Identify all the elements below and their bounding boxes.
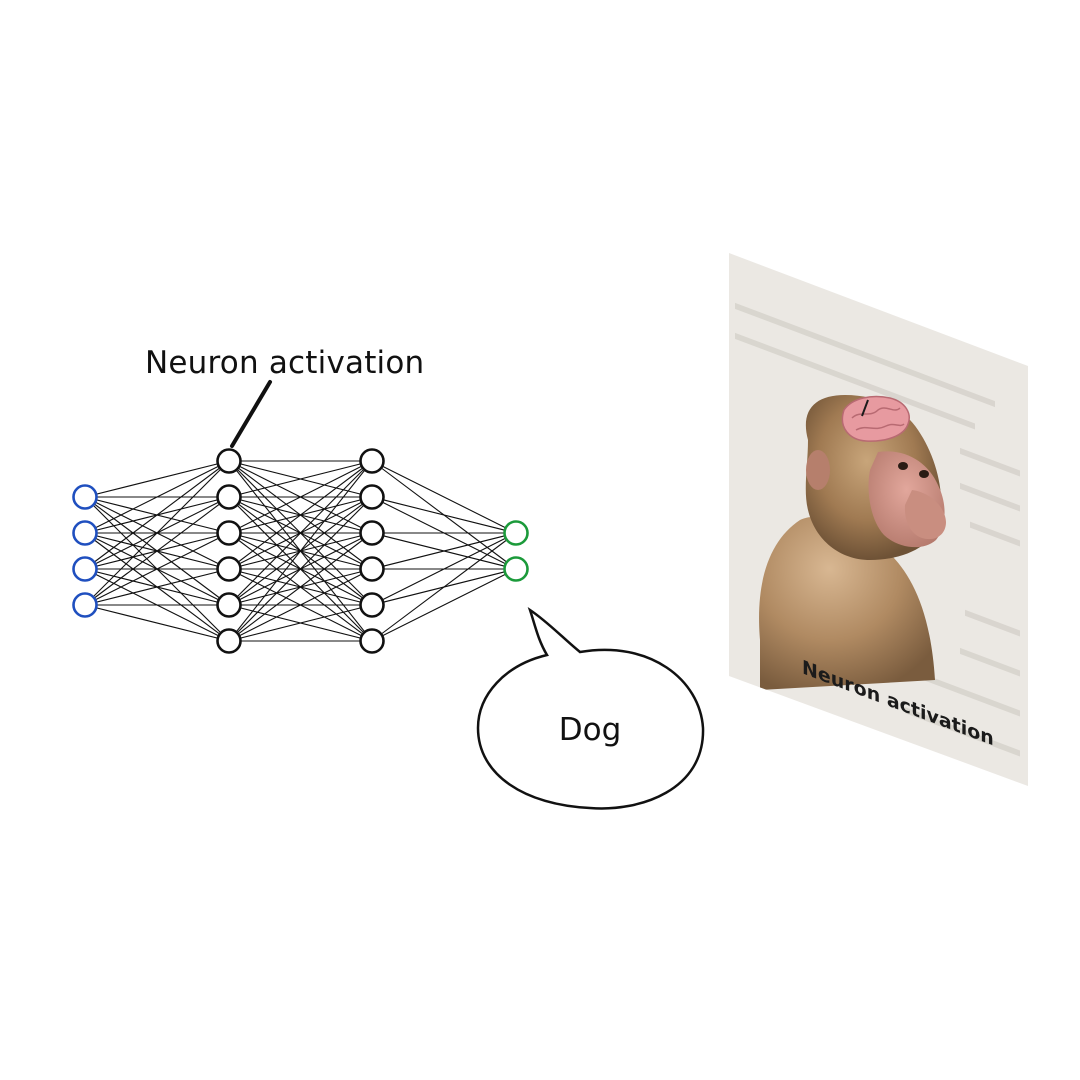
hidden-neuron — [216, 628, 242, 654]
connection-line — [228, 460, 373, 498]
photo-annotation-pointer — [861, 399, 869, 417]
connection-line — [228, 496, 373, 642]
connection-line — [84, 460, 230, 534]
monkey-muzzle — [904, 490, 946, 540]
neural-network — [72, 448, 529, 654]
output-neuron — [503, 520, 529, 546]
connection-line — [371, 532, 517, 570]
hidden-neuron — [359, 592, 385, 618]
hidden-neuron — [359, 448, 385, 474]
connection-line — [371, 460, 517, 534]
input-neuron — [72, 556, 98, 582]
connection-line — [84, 496, 230, 606]
connection-line — [371, 568, 517, 642]
hidden-neuron — [359, 556, 385, 582]
connection-line — [84, 460, 230, 570]
connection-line — [228, 532, 373, 642]
connection-line — [228, 460, 373, 642]
connection-line — [84, 460, 230, 498]
input-neuron — [72, 520, 98, 546]
brain-icon — [841, 395, 910, 442]
hidden-neuron — [359, 520, 385, 546]
monkey-body — [759, 516, 935, 690]
monkey-ear — [806, 450, 830, 490]
connection-line — [228, 568, 373, 642]
connection-line — [228, 460, 373, 570]
photo-caption-bottom-line2: sees action — [785, 925, 913, 996]
connection-line — [371, 532, 517, 606]
connection-line — [228, 604, 373, 642]
connection-line — [84, 568, 230, 606]
photo-caption-bottom-line1: Monkey — [786, 906, 874, 962]
connection-line — [228, 460, 373, 606]
hidden-neuron — [359, 628, 385, 654]
input-neuron — [72, 592, 98, 618]
neuron-activation-label: Neuron activation — [145, 345, 424, 381]
hidden-neuron — [216, 484, 242, 510]
connection-line — [84, 460, 230, 606]
monkey-eye-left — [898, 462, 908, 470]
hidden-neuron — [216, 448, 242, 474]
monkey-photo: Neuron activation Monkey sees action — [729, 253, 1028, 996]
connection-line — [84, 604, 230, 642]
output-neuron — [503, 556, 529, 582]
monkey-eye-right — [919, 470, 929, 478]
annotation-pointer — [230, 380, 272, 448]
speech-bubble — [476, 606, 705, 810]
hidden-neuron — [216, 556, 242, 582]
hidden-neuron — [216, 592, 242, 618]
connection-line — [84, 532, 230, 606]
connection-line — [371, 496, 517, 534]
network-connections — [84, 460, 517, 642]
speech-bubble-text: Dog — [559, 712, 622, 748]
hidden-neuron — [216, 520, 242, 546]
hidden-neuron — [359, 484, 385, 510]
connection-line — [228, 460, 373, 534]
input-neuron — [72, 484, 98, 510]
connection-line — [371, 532, 517, 642]
